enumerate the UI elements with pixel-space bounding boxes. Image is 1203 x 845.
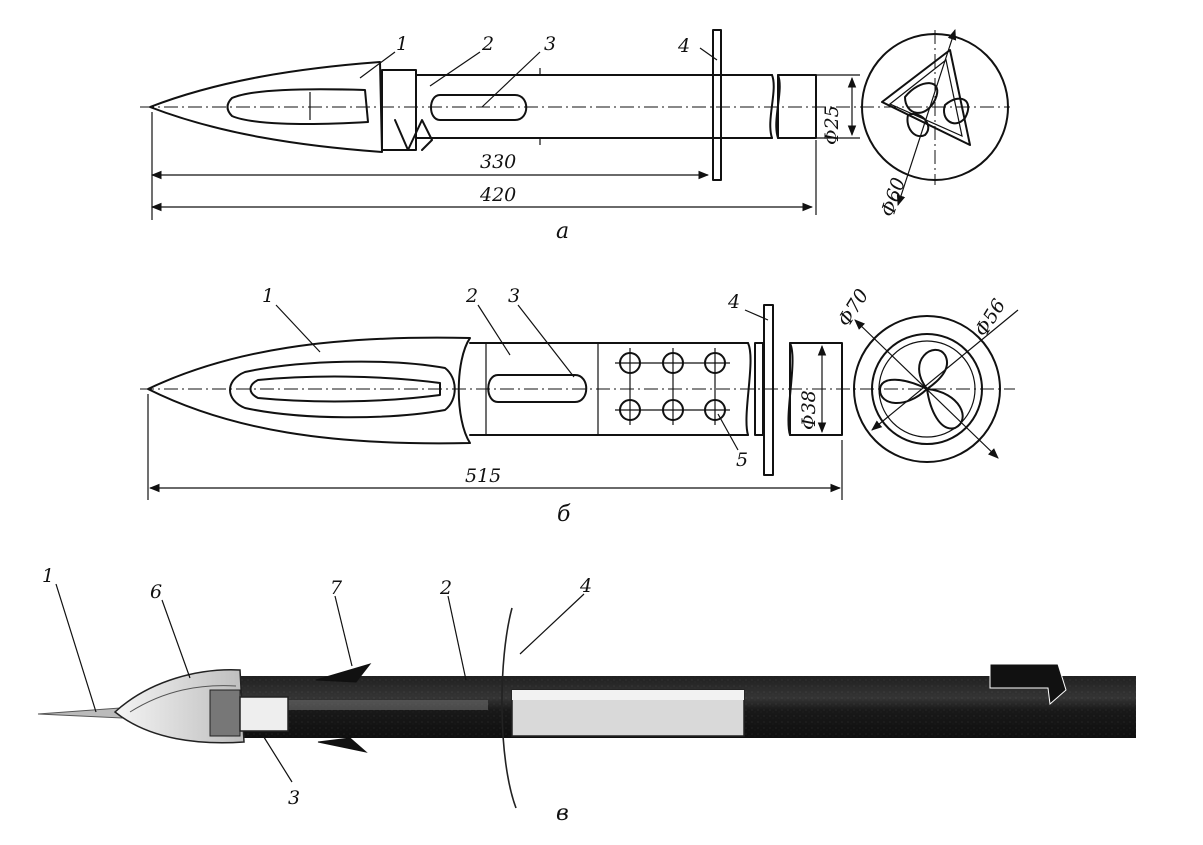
dim-d70: Φ70 (834, 285, 874, 330)
callout-b-1: 1 (262, 285, 274, 307)
flange (763, 304, 774, 476)
callout-a-3: 3 (544, 33, 556, 55)
dim-d38: Φ38 (798, 390, 820, 430)
callout-v-1: 1 (42, 565, 54, 587)
needle-tip (37, 707, 123, 719)
triangle-section (881, 49, 971, 146)
fin-bottom (317, 737, 368, 753)
dim-330: 330 (480, 151, 516, 173)
callout-a-1: 1 (396, 33, 408, 55)
shaft (469, 342, 749, 436)
callout-v-6: 6 (150, 581, 162, 603)
callout-v-3: 3 (288, 787, 300, 809)
figure-b: 515 Φ38 Φ70 Φ56 1 2 3 4 5 б (140, 285, 1019, 527)
dim-d60: Φ60 (877, 175, 910, 220)
callout-b-2: 2 (465, 285, 478, 307)
callout-a-4: 4 (677, 35, 690, 57)
cone-slot (226, 88, 369, 125)
cone-inner-slot (249, 375, 441, 403)
shaft-end (789, 342, 843, 436)
cone-tip (147, 336, 471, 445)
callout-v-7: 7 (330, 577, 343, 599)
fin-top (315, 663, 372, 683)
figure-a: 330 420 Φ25 Φ60 1 2 3 4 а (140, 28, 1010, 244)
flange (712, 29, 722, 181)
dim-d60-line (896, 28, 957, 207)
callout-v-2: 2 (439, 577, 452, 599)
caption-b: б (557, 502, 571, 527)
caption-a: а (556, 219, 569, 244)
caption-v: в (556, 801, 569, 826)
dim-d56: Φ56 (971, 295, 1011, 340)
callout-v-4: 4 (579, 575, 592, 597)
rear-clip (989, 663, 1067, 705)
blade (918, 348, 948, 390)
insert-block (239, 696, 289, 732)
callout-b-5: 5 (736, 449, 748, 471)
callout-b-3: 3 (508, 285, 520, 307)
dim-d25: Φ25 (821, 105, 843, 145)
dim-420: 420 (479, 184, 516, 206)
break-line (745, 342, 752, 436)
shaft-end (777, 74, 817, 139)
cone-outer-slot (229, 360, 456, 419)
flange-arc (501, 607, 517, 809)
callout-b-4: 4 (727, 291, 740, 313)
dim-d56-line (871, 309, 1019, 431)
vent-holes (615, 348, 730, 425)
shaft-slot (430, 94, 528, 121)
shaft-slot (487, 374, 588, 403)
end-view-b-outer (853, 315, 1001, 463)
callout-a-2: 2 (481, 33, 494, 55)
collar (381, 69, 417, 151)
figure-v: 1 6 7 2 4 3 в (37, 565, 1136, 826)
dim-d70-line (854, 319, 999, 459)
break-line (769, 74, 775, 139)
dim-515: 515 (465, 465, 501, 487)
collar-teeth (394, 119, 433, 151)
